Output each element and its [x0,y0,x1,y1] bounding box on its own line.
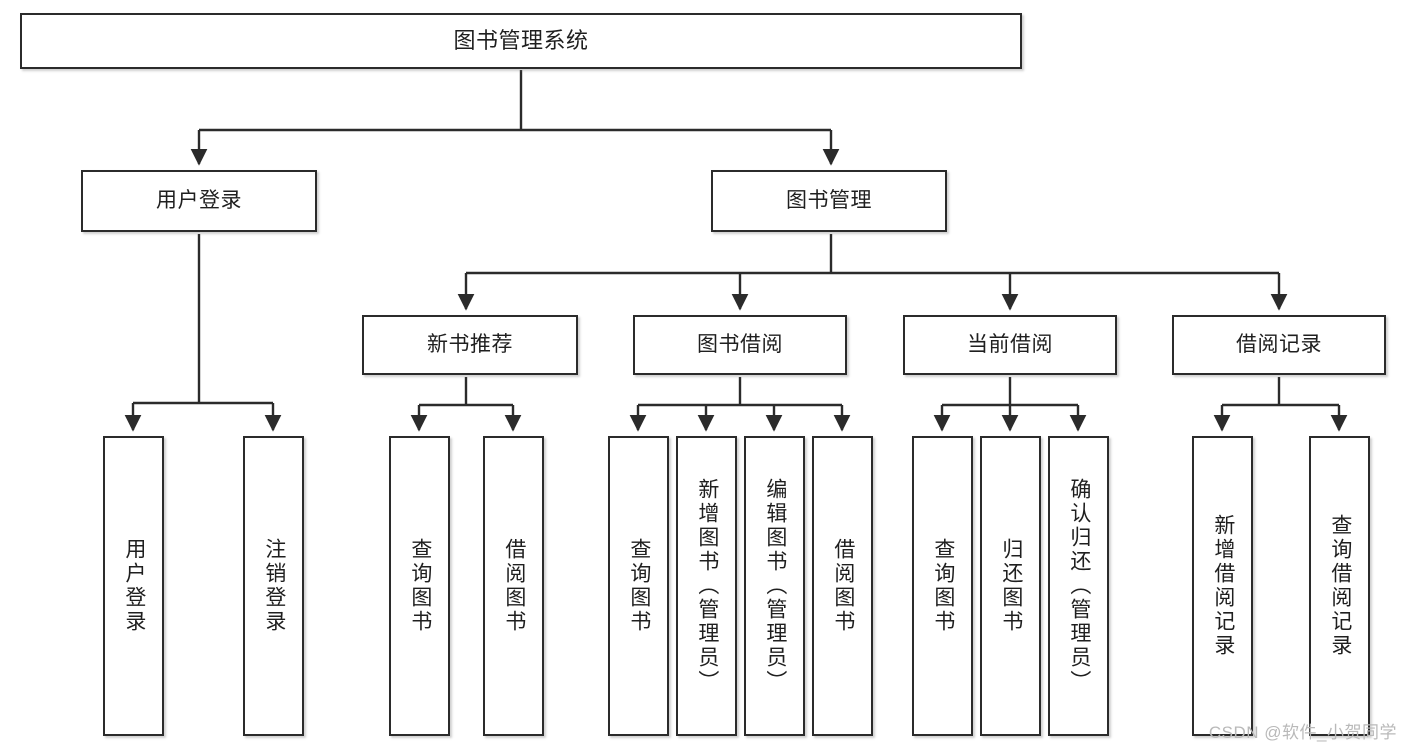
node-user-login[interactable]: 用户登录 [81,170,317,232]
node-label: 新增借阅记录 [1211,514,1235,658]
node-label: 新增图书（管理员） [695,478,719,694]
node-leaf-add-record[interactable]: 新增借阅记录 [1192,436,1253,736]
node-leaf-logout[interactable]: 注销登录 [243,436,304,736]
node-label: 用户登录 [156,189,242,213]
node-label: 图书管理 [786,189,872,213]
node-label: 当前借阅 [967,333,1053,357]
node-borrow-record[interactable]: 借阅记录 [1172,315,1386,375]
node-label: 查询图书 [931,538,955,634]
node-label: 借阅图书 [502,538,526,634]
node-label: 借阅记录 [1236,333,1322,357]
node-label: 图书管理系统 [453,27,589,53]
node-label: 查询图书 [408,538,432,634]
node-leaf-edit-book[interactable]: 编辑图书（管理员） [744,436,805,736]
node-new-book-recommend[interactable]: 新书推荐 [362,315,578,375]
node-leaf-borrow-book-2[interactable]: 借阅图书 [812,436,873,736]
node-label: 查询借阅记录 [1328,514,1352,658]
node-leaf-query-book-2[interactable]: 查询图书 [608,436,669,736]
node-label: 查询图书 [627,538,651,634]
node-leaf-return-book[interactable]: 归还图书 [980,436,1041,736]
node-label: 确认归还（管理员） [1067,478,1091,694]
node-leaf-confirm-return[interactable]: 确认归还（管理员） [1048,436,1109,736]
node-leaf-user-login[interactable]: 用户登录 [103,436,164,736]
node-leaf-query-record[interactable]: 查询借阅记录 [1309,436,1370,736]
node-book-manage[interactable]: 图书管理 [711,170,947,232]
node-leaf-borrow-book-1[interactable]: 借阅图书 [483,436,544,736]
node-label: 归还图书 [999,538,1023,634]
node-root-system[interactable]: 图书管理系统 [20,13,1022,69]
node-label: 注销登录 [262,538,286,634]
csdn-watermark: CSDN @软件_小贺同学 [1208,723,1397,742]
node-leaf-query-book-1[interactable]: 查询图书 [389,436,450,736]
node-leaf-query-book-3[interactable]: 查询图书 [912,436,973,736]
node-book-borrow[interactable]: 图书借阅 [633,315,847,375]
node-label: 编辑图书（管理员） [763,478,787,694]
node-label: 图书借阅 [697,333,783,357]
node-label: 用户登录 [122,538,146,634]
node-current-borrow[interactable]: 当前借阅 [903,315,1117,375]
node-leaf-add-book[interactable]: 新增图书（管理员） [676,436,737,736]
node-label: 借阅图书 [831,538,855,634]
node-label: 新书推荐 [427,333,513,357]
